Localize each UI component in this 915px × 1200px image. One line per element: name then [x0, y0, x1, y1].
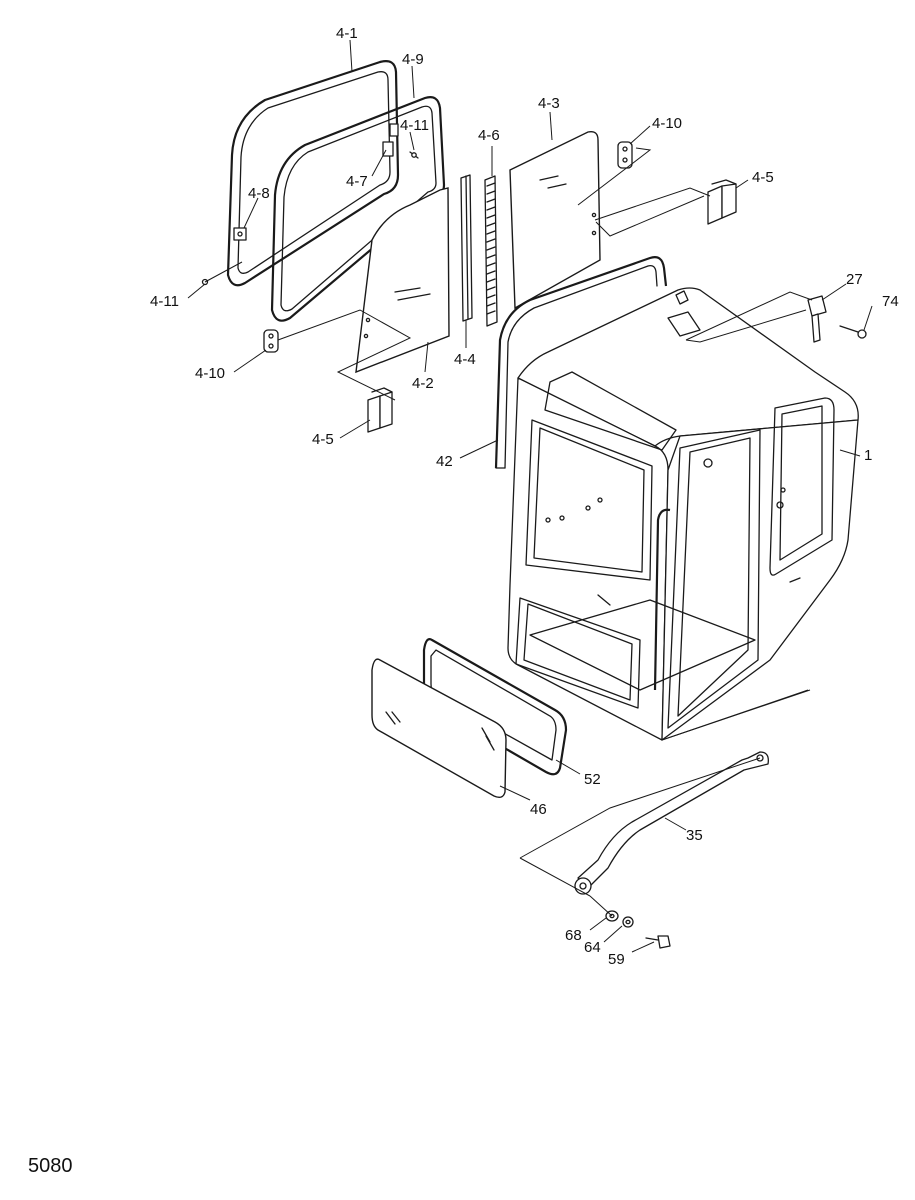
part-46-glass: [371, 658, 507, 799]
part-64-washer: [622, 916, 634, 928]
callout-42: 42: [436, 453, 453, 470]
callout-4-7: 4-7: [346, 173, 368, 190]
part-4-7-latch: [382, 123, 399, 157]
callout-4-9: 4-9: [402, 51, 424, 68]
callout-52: 52: [584, 771, 601, 788]
callout-labels: 4-1 4-9 4-11 4-7 4-8 4-11 4-10 4-2 4-5 4…: [150, 25, 899, 968]
part-4-6-rail: [484, 175, 498, 327]
callout-4-1: 4-1: [336, 25, 358, 42]
part-35-stay-bar: [574, 751, 769, 895]
part-4-4-rail: [460, 174, 473, 322]
callout-4-8: 4-8: [248, 185, 270, 202]
part-74-screw: [839, 325, 867, 339]
callout-64: 64: [584, 939, 601, 956]
part-27-latch: [807, 295, 827, 343]
part-42-door-seal: [494, 256, 668, 469]
part-4-2-door-glass: [355, 187, 450, 374]
part-4-1-window-seal: [226, 60, 400, 287]
part-4-8-clip: [233, 227, 247, 241]
part-4-5-catch-right: [707, 179, 737, 225]
page-number: 5080: [28, 1155, 73, 1177]
part-4-3-side-glass: [509, 130, 601, 310]
callout-68: 68: [565, 927, 582, 944]
callout-4-4: 4-4: [454, 351, 476, 368]
part-4-11-pin-top: [409, 151, 419, 159]
callout-59: 59: [608, 951, 625, 968]
callout-4-11-top: 4-11: [400, 117, 429, 134]
callout-4-3: 4-3: [538, 95, 560, 112]
callout-4-11-left: 4-11: [150, 293, 179, 310]
part-4-10-pad-right: [617, 141, 633, 169]
callout-leaders: [187, 39, 873, 953]
callout-1: 1: [864, 447, 872, 464]
assembly-guide-lines: [204, 147, 813, 917]
callout-4-2: 4-2: [412, 375, 434, 392]
callout-4-5-bottom: 4-5: [312, 431, 334, 448]
part-4-5-catch-bottom: [367, 387, 393, 433]
part-1-cab-body: [507, 287, 859, 741]
part-4-10-pad-left: [263, 329, 279, 353]
callout-46: 46: [530, 801, 547, 818]
callout-4-6: 4-6: [478, 127, 500, 144]
callout-4-5-right: 4-5: [752, 169, 774, 186]
callout-27: 27: [846, 271, 863, 288]
part-59-bolt: [645, 935, 671, 949]
callout-74: 74: [882, 293, 899, 310]
callout-4-10-left: 4-10: [195, 365, 225, 382]
callout-4-10-right: 4-10: [652, 115, 682, 132]
callout-35: 35: [686, 827, 703, 844]
